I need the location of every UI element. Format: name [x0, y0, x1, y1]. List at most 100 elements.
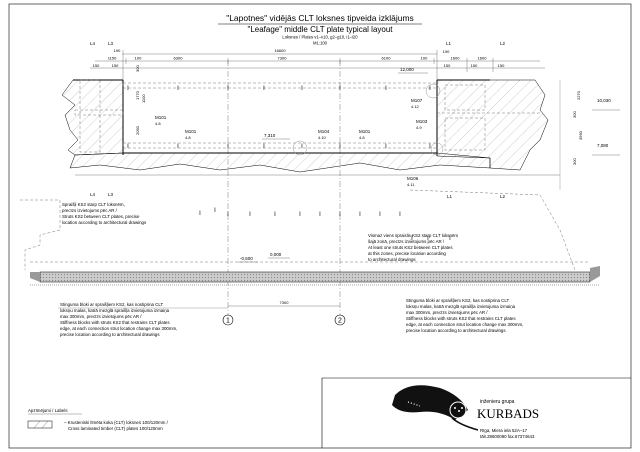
svg-text:precise location according to: precise location according to architectu… — [60, 332, 160, 337]
svg-text:M101: M101 — [185, 129, 197, 134]
svg-text:190: 190 — [443, 49, 450, 54]
svg-text:I: I — [339, 144, 341, 150]
svg-text:300: 300 — [572, 111, 577, 118]
svg-text:4.10: 4.10 — [318, 135, 327, 140]
svg-text:loksņu malas, katrā mezglā spr: loksņu malas, katrā mezglā spraišļa izvi… — [60, 308, 170, 313]
svg-text:max 300mm, precīzs izvietojums: max 300mm, precīzs izvietojums pēc AR / — [406, 310, 488, 315]
svg-text:100: 100 — [421, 56, 428, 61]
note-stiffness-left: Stinguma bloki ar spraišļiem KS2, kas no… — [58, 302, 228, 337]
svg-text:2: 2 — [338, 318, 342, 325]
svg-text:150: 150 — [112, 63, 119, 68]
svg-text:precise location according to: precise location according to architectu… — [406, 328, 506, 333]
svg-text:L1: L1 — [446, 41, 452, 46]
svg-text:I: I — [263, 144, 265, 150]
note-struts-right: Vismaz viens spraislis KS2 starp CLT lok… — [368, 233, 458, 262]
svg-text:7,310: 7,310 — [264, 133, 276, 138]
svg-text:1150: 1150 — [108, 56, 117, 61]
svg-text:At least one struts KS2 betwee: At least one struts KS2 between CLT plat… — [368, 245, 453, 250]
svg-text:L1: L1 — [447, 194, 453, 199]
grid-axis-2: 2 — [334, 314, 346, 326]
svg-text:150: 150 — [498, 63, 505, 68]
svg-text:12,000: 12,000 — [400, 67, 414, 72]
svg-text:edge, at each connection strut: edge, at each connection strut location … — [406, 322, 523, 327]
svg-text:16600: 16600 — [274, 48, 286, 53]
section-cuts: L4 L3 L1 L2 L4 L3 L1 L2 — [90, 41, 506, 199]
svg-text:edge, at each connection strut: edge, at each connection strut location … — [60, 326, 177, 331]
svg-text:2270: 2270 — [576, 90, 581, 100]
svg-text:I: I — [379, 212, 381, 218]
svg-text:I: I — [429, 86, 431, 92]
svg-text:Stinguma bloki ar spraišļiem K: Stinguma bloki ar spraišļiem KS2, kas no… — [60, 302, 163, 307]
svg-text:I: I — [319, 212, 321, 218]
svg-text:I: I — [301, 86, 303, 92]
right-wall-section — [436, 79, 561, 190]
svg-text:loksņu malas, katrā mezglā spr: loksņu malas, katrā mezglā spraišļa izvi… — [406, 304, 516, 309]
svg-text:I: I — [177, 144, 179, 150]
svg-text:6100: 6100 — [382, 56, 392, 61]
svg-text:1600: 1600 — [451, 56, 461, 61]
svg-text:I: I — [399, 212, 401, 218]
svg-text:150: 150 — [93, 63, 100, 68]
svg-text:100: 100 — [135, 56, 142, 61]
svg-text:7300: 7300 — [278, 56, 288, 61]
svg-text:I: I — [214, 208, 216, 214]
svg-text:150: 150 — [471, 63, 478, 68]
svg-text:I: I — [249, 212, 251, 218]
kurbads-logo — [392, 385, 479, 431]
svg-text:Rīga, Miera iela 52A–17: Rīga, Miera iela 52A–17 — [480, 428, 528, 433]
svg-text:I: I — [199, 211, 201, 217]
svg-text:4.8: 4.8 — [185, 135, 191, 140]
svg-text:I: I — [301, 144, 303, 150]
svg-text:I: I — [177, 86, 179, 92]
svg-text:Spraišļi KS2 starp CLT loksnēm: Spraišļi KS2 starp CLT loksnēm, — [62, 202, 125, 207]
svg-text:300: 300 — [135, 65, 140, 72]
svg-text:I: I — [359, 212, 361, 218]
svg-text:KURBADS: KURBADS — [477, 406, 539, 421]
svg-text:10,030: 10,030 — [597, 98, 611, 103]
svg-text:I: I — [263, 86, 265, 92]
svg-text:7,080: 7,080 — [597, 143, 609, 148]
svg-text:4.11: 4.11 — [407, 182, 415, 187]
svg-text:Cross laminated timber (CLT) p: Cross laminated timber (CLT) plates 100/… — [68, 426, 163, 431]
svg-text:M101: M101 — [155, 115, 167, 120]
sheet-border — [8, 3, 632, 449]
svg-text:M103: M103 — [416, 119, 428, 124]
svg-text:4.9: 4.9 — [416, 125, 422, 130]
svg-text:"Lapotnes" vidējās CLT loksnes: "Lapotnes" vidējās CLT loksnes tipveida … — [226, 13, 414, 23]
svg-text:L3: L3 — [108, 192, 114, 197]
svg-text:I: I — [339, 86, 341, 92]
svg-text:1600: 1600 — [478, 56, 488, 61]
clt-slab-plan — [69, 82, 560, 176]
svg-text:M106: M106 — [407, 176, 419, 181]
left-wall-section — [61, 79, 124, 156]
svg-text:I: I — [227, 144, 229, 150]
svg-text:6300: 6300 — [174, 56, 184, 61]
drawing-title: "Lapotnes" vidējās CLT loksnes tipveida … — [218, 13, 422, 46]
svg-text:L4: L4 — [90, 192, 96, 197]
svg-text:-0,500: -0,500 — [240, 256, 253, 261]
note-struts-left: Spraišļi KS2 starp CLT loksnēm, precīzs … — [62, 202, 147, 225]
svg-text:0,000: 0,000 — [270, 252, 282, 257]
svg-text:150: 150 — [444, 63, 451, 68]
svg-text:I: I — [385, 144, 387, 150]
svg-text:"Leafage" middle CLT plate typ: "Leafage" middle CLT plate typical layou… — [247, 25, 393, 34]
dimension-chain: 16600 6300 7300 6100 100 100 190 1150 15… — [90, 48, 545, 90]
svg-text:precīzs izvietojums pēc AR /: precīzs izvietojums pēc AR / — [62, 208, 118, 213]
svg-text:šajā zonā, precīzs izvietojums: šajā zonā, precīzs izvietojums pēc AR / — [368, 239, 445, 244]
svg-text:1: 1 — [226, 318, 230, 325]
svg-text:location according to architec: location according to architectural draw… — [62, 220, 147, 225]
svg-text:190: 190 — [114, 48, 121, 53]
svg-text:300: 300 — [572, 158, 577, 165]
legend: Apzīmējumi / Labels – Krusteniski līmēta… — [27, 408, 169, 431]
svg-text:L4: L4 — [90, 41, 96, 46]
grid-axis-1: 1 — [222, 314, 234, 326]
svg-text:I: I — [127, 86, 129, 92]
